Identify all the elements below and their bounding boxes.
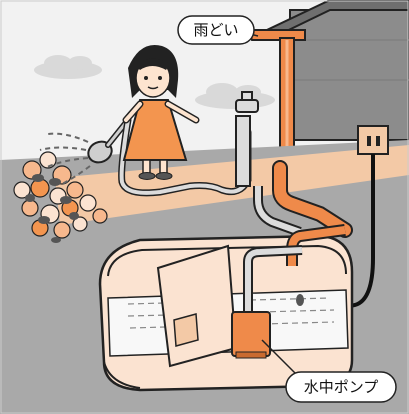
morning-glory-flowers (13, 151, 108, 243)
house (246, 0, 409, 141)
water-spray (39, 132, 91, 185)
gutter-label: 雨どい (193, 21, 238, 39)
water-drop (296, 294, 304, 306)
tank-divider (156, 244, 238, 368)
soil-strip (55, 145, 409, 225)
cloud-left (34, 55, 102, 79)
gutter-callout: 雨どい (177, 15, 259, 45)
garden-hose (119, 118, 250, 195)
downpipe (274, 162, 351, 236)
pump-label: 水中ポンプ (304, 378, 379, 396)
pump-power-cord (291, 154, 375, 322)
supply-pipe (255, 186, 302, 235)
electric-outlet-icon (357, 125, 389, 155)
submersible-pump (231, 311, 271, 357)
pump-callout: 水中ポンプ (261, 339, 397, 403)
girl-character (122, 44, 200, 180)
faucet-icon (235, 91, 259, 187)
rainwater-tank (98, 224, 354, 392)
